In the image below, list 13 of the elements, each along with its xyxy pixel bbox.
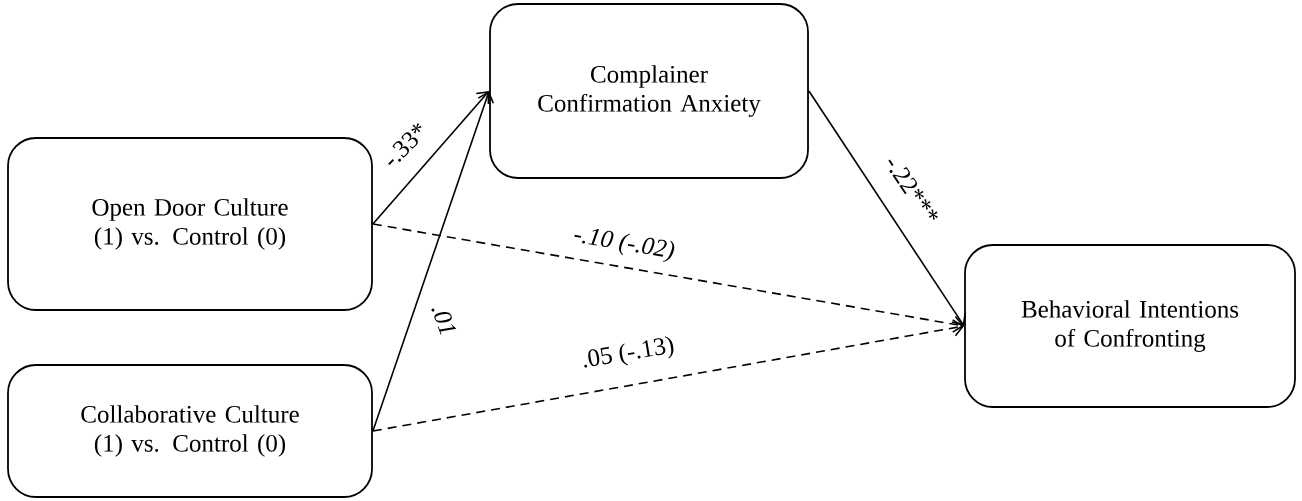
edge-label: -.10 (-.02) <box>570 223 678 265</box>
arrow <box>372 91 490 225</box>
arrow <box>372 319 965 432</box>
variable-box: Open Door Culture (1) vs. Control (0) <box>7 137 373 311</box>
variable-box: Behavioral Intentions of Confronting <box>964 244 1296 408</box>
edge-label: .05 (-.13) <box>578 333 678 375</box>
edge-label: .01 <box>429 301 459 339</box>
arrow <box>372 91 495 432</box>
variable-box: Complainer Confirmation Anxiety <box>489 3 809 179</box>
arrow <box>808 90 966 326</box>
edge-label: -.33* <box>379 119 431 171</box>
arrow <box>372 223 965 333</box>
variable-box: Collaborative Culture (1) vs. Control (0) <box>7 364 373 498</box>
